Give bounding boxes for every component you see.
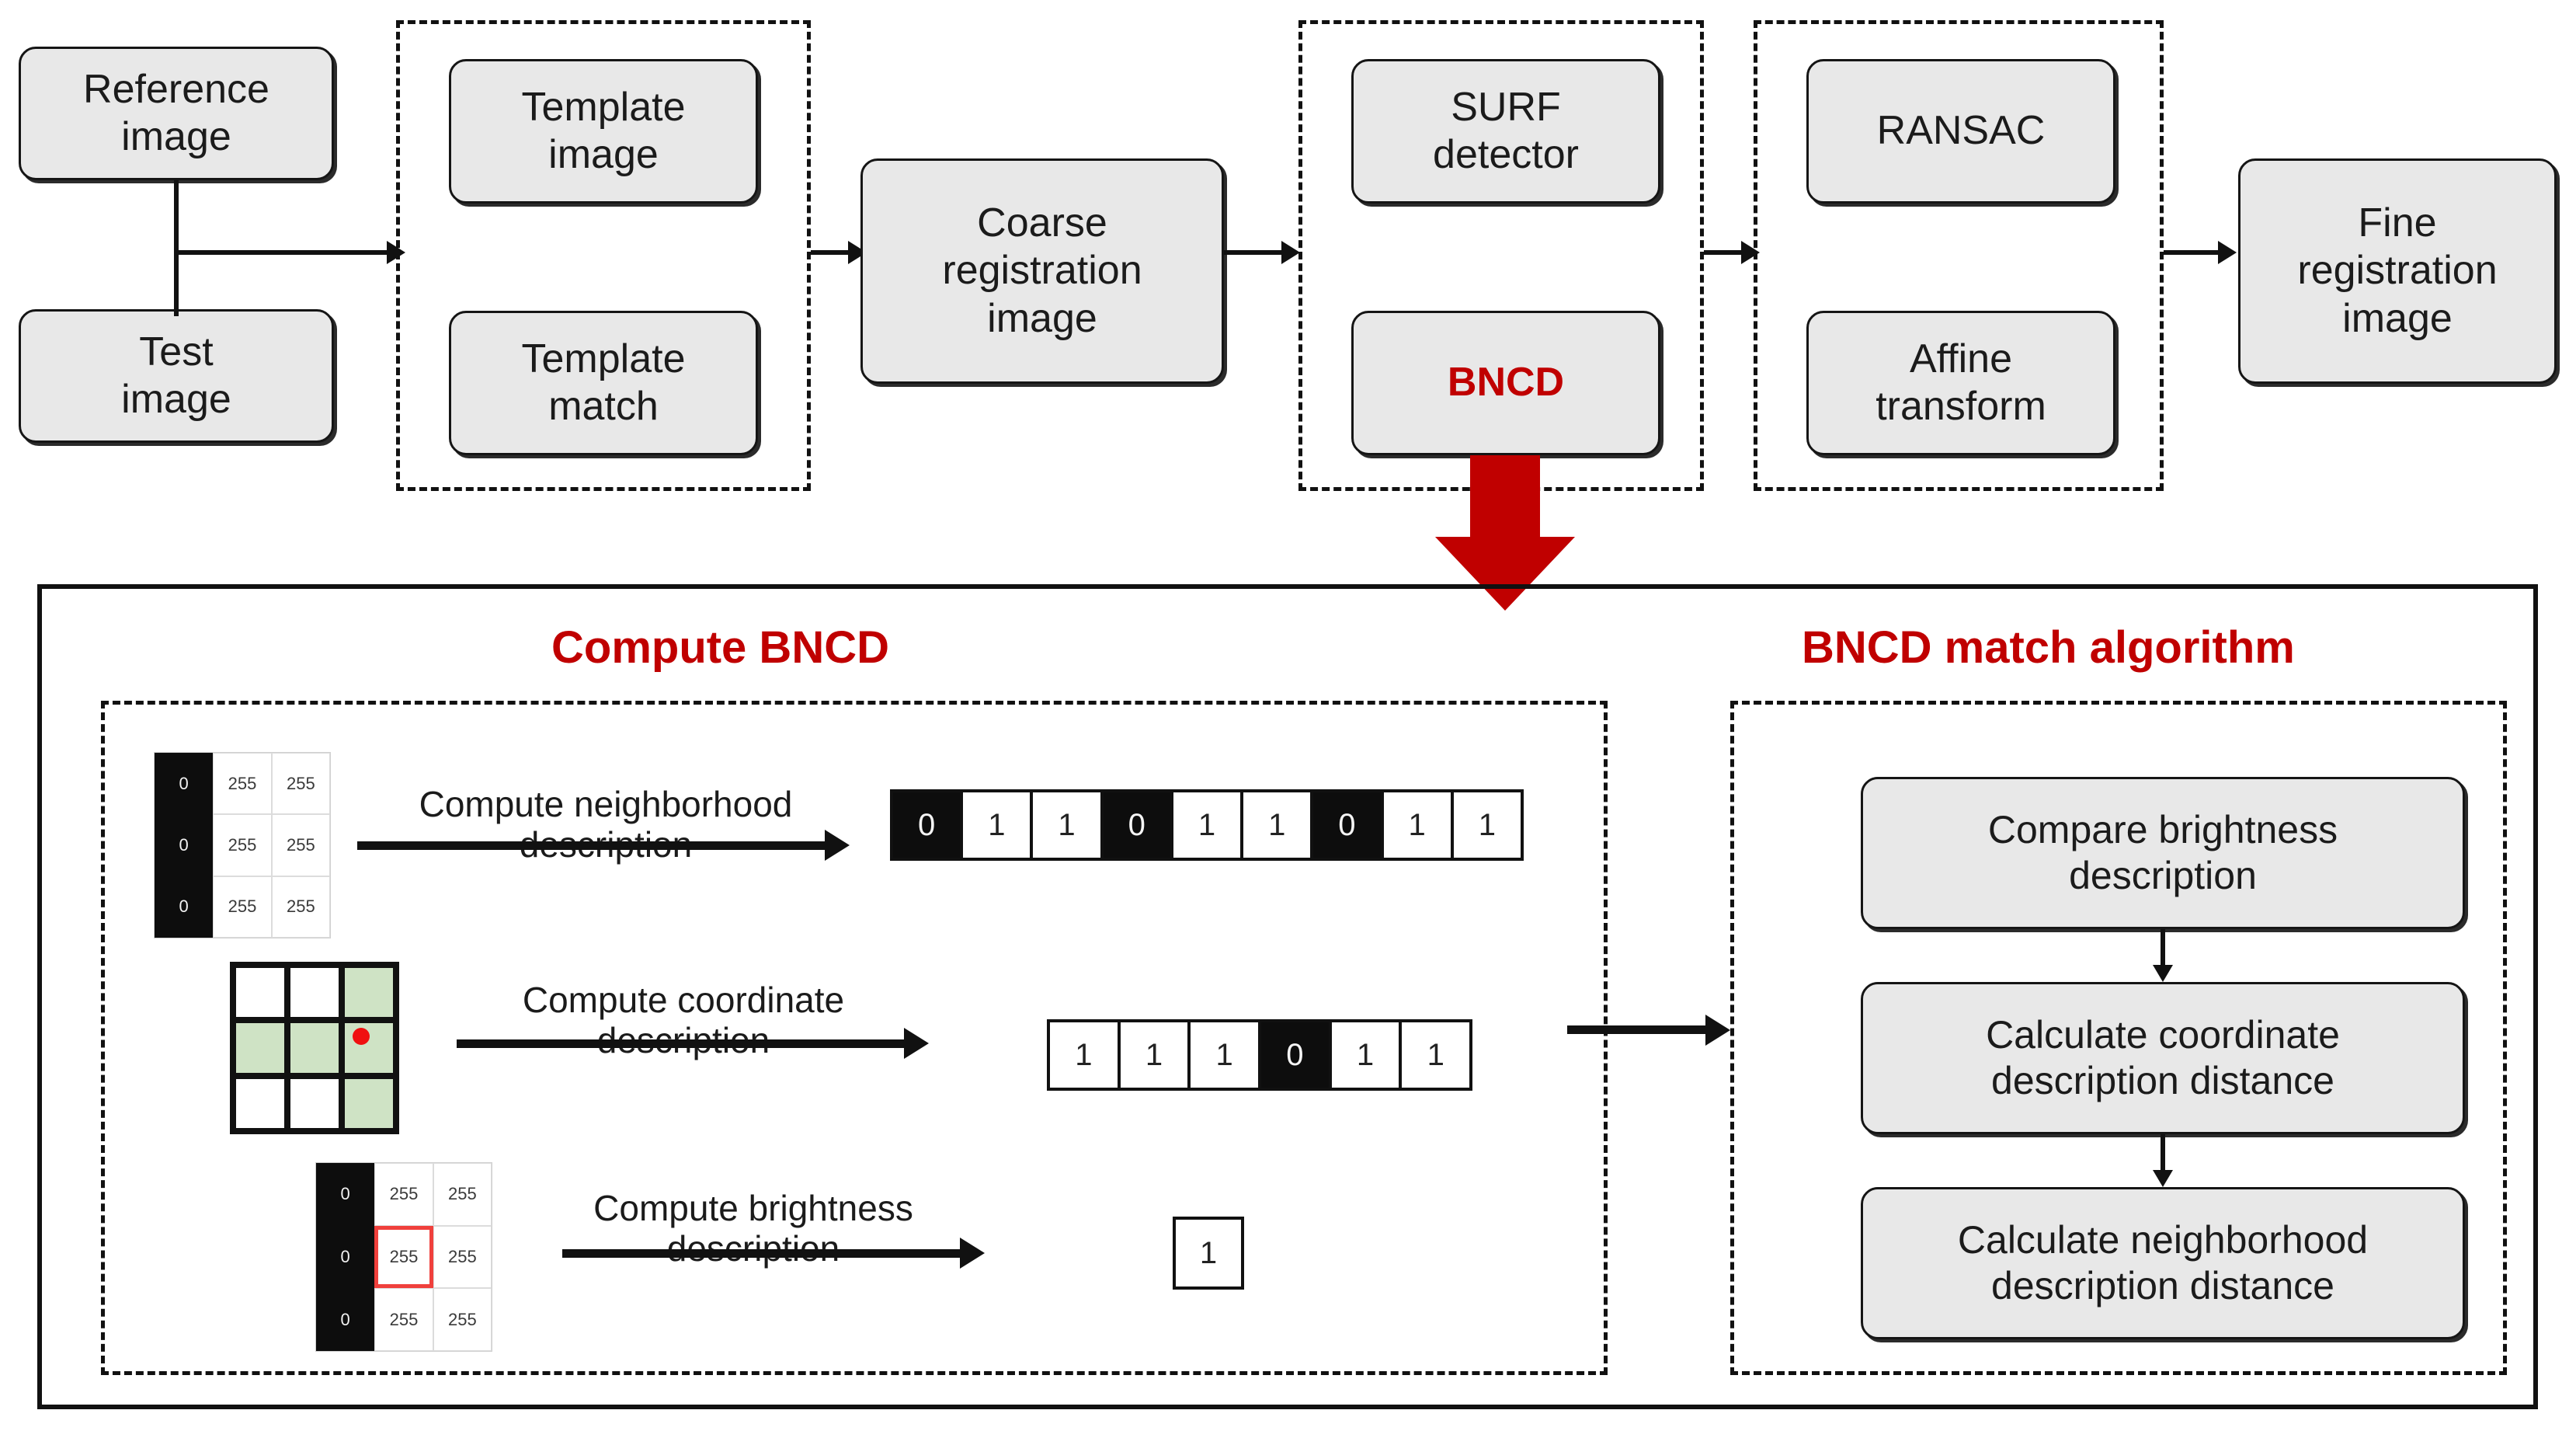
match-step2-to-step3-line (2161, 1134, 2165, 1182)
compute-to-match-arrow-head (1705, 1015, 1730, 1046)
bit-cell: 1 (1120, 1022, 1191, 1088)
pixel-cell-selected: 255 (374, 1225, 433, 1289)
pixel-cell: 0 (155, 753, 214, 815)
compute-bncd-frame (101, 701, 1608, 1375)
bit-cell: 1 (963, 792, 1034, 858)
bit-cell: 0 (1261, 1022, 1332, 1088)
pixel-cell: 255 (374, 1163, 433, 1226)
node-reference-image[interactable]: Reference image (19, 47, 334, 180)
node-test-image[interactable]: Test image (19, 309, 334, 443)
arrow-feature-to-transform-line (1704, 250, 1749, 255)
neighborhood-arrow-caption: Compute neighborhood description (419, 784, 793, 864)
mask-cell (342, 1075, 396, 1131)
mask-cell (342, 965, 396, 1021)
node-template-image[interactable]: Template image (449, 59, 758, 204)
neighborhood-pixel-grid: 0 255 255 0 255 255 0 255 255 (154, 752, 331, 938)
arrow-coarse-to-feature-line (1224, 250, 1288, 255)
pixel-cell: 0 (316, 1288, 375, 1351)
arrow-transform-to-fine-line (2164, 250, 2224, 255)
node-template-match[interactable]: Template match (449, 311, 758, 455)
pixel-cell: 255 (213, 876, 272, 938)
bncd-expand-arrow (1435, 455, 1575, 611)
arrow-feature-to-transform-head (1741, 241, 1760, 264)
match-step1-to-step2-line (2161, 929, 2165, 977)
brightness-description-box: 1 (1173, 1217, 1244, 1290)
node-bncd[interactable]: BNCD (1351, 311, 1660, 455)
coordinate-arrow-line (457, 1039, 910, 1048)
mask-cell (233, 1075, 287, 1131)
bit-cell: 1 (1402, 1022, 1470, 1088)
coordinate-arrow-head (904, 1028, 929, 1059)
node-calculate-neighborhood-description-distance[interactable]: Calculate neighborhood description dista… (1861, 1187, 2465, 1339)
bncd-match-frame (1730, 701, 2507, 1375)
bit-cell: 0 (893, 792, 964, 858)
node-coarse-registration-image[interactable]: Coarse registration image (860, 158, 1224, 384)
mask-cell (342, 1020, 396, 1076)
mask-cell (287, 1020, 342, 1076)
compute-to-match-arrow-line (1567, 1025, 1712, 1034)
bit-cell: 1 (1243, 792, 1314, 858)
pixel-cell: 255 (374, 1288, 433, 1351)
merge-hline (174, 250, 393, 255)
merge-vline (174, 180, 179, 316)
pixel-cell: 255 (213, 814, 272, 876)
pixel-cell: 255 (433, 1288, 492, 1351)
pixel-cell: 255 (433, 1225, 492, 1289)
node-affine-transform[interactable]: Affine transform (1806, 311, 2115, 455)
brightness-pixel-grid: 0 255 255 0 255 255 0 255 255 (315, 1162, 492, 1352)
arrow-transform-to-fine-head (2218, 241, 2237, 264)
bit-cell: 1 (1331, 1022, 1403, 1088)
coordinate-arrow-caption: Compute coordinate description (522, 980, 845, 1060)
node-calculate-coordinate-description-distance[interactable]: Calculate coordinate description distanc… (1861, 982, 2465, 1134)
merge-arrowhead (387, 241, 405, 264)
bit-cell: 1 (1173, 792, 1244, 858)
pixel-cell: 255 (213, 753, 272, 815)
neighborhood-arrow-head (825, 830, 850, 861)
mask-cell (287, 965, 342, 1021)
bit-cell: 0 (1313, 792, 1384, 858)
brightness-arrow-line (562, 1249, 966, 1258)
arrow-coarse-to-feature-head (1281, 241, 1300, 264)
pixel-cell: 0 (316, 1225, 375, 1289)
bit-cell: 1 (1383, 792, 1454, 858)
brightness-arrow-head (960, 1238, 985, 1269)
detail-panel-frame (37, 584, 2538, 1409)
mask-cell (233, 1020, 287, 1076)
neighborhood-description-strip: 0 1 1 0 1 1 0 1 1 (890, 789, 1524, 861)
pixel-cell: 255 (433, 1163, 492, 1226)
compute-bncd-title: Compute BNCD (551, 622, 889, 673)
pixel-cell: 255 (271, 814, 330, 876)
match-step1-to-step2-arrow (2153, 965, 2173, 982)
mask-cell (233, 965, 287, 1021)
bncd-match-algorithm-title: BNCD match algorithm (1802, 622, 2295, 673)
pixel-cell: 255 (271, 876, 330, 938)
arrow-template-to-coarse-line (811, 250, 854, 255)
bit-cell: 1 (1033, 792, 1104, 858)
keypoint-dot-icon (353, 1028, 370, 1046)
pixel-cell: 255 (271, 753, 330, 815)
node-ransac[interactable]: RANSAC (1806, 59, 2115, 204)
neighborhood-arrow-line (357, 841, 831, 850)
coordinate-description-strip: 1 1 1 0 1 1 (1047, 1019, 1472, 1091)
mask-cell (287, 1075, 342, 1131)
pixel-cell: 0 (155, 876, 214, 938)
coordinate-mask-grid (230, 962, 399, 1134)
node-compare-brightness-description[interactable]: Compare brightness description (1861, 777, 2465, 929)
brightness-arrow-caption: Compute brightness description (593, 1188, 913, 1269)
bit-cell: 1 (1050, 1022, 1121, 1088)
match-step2-to-step3-arrow (2153, 1170, 2173, 1187)
pixel-cell: 0 (316, 1163, 375, 1226)
pixel-cell: 0 (155, 814, 214, 876)
bit-cell: 1 (1191, 1022, 1262, 1088)
bit-cell: 1 (1453, 792, 1521, 858)
node-surf-detector[interactable]: SURF detector (1351, 59, 1660, 204)
bit-cell: 0 (1103, 792, 1173, 858)
node-fine-registration-image[interactable]: Fine registration image (2238, 158, 2557, 384)
